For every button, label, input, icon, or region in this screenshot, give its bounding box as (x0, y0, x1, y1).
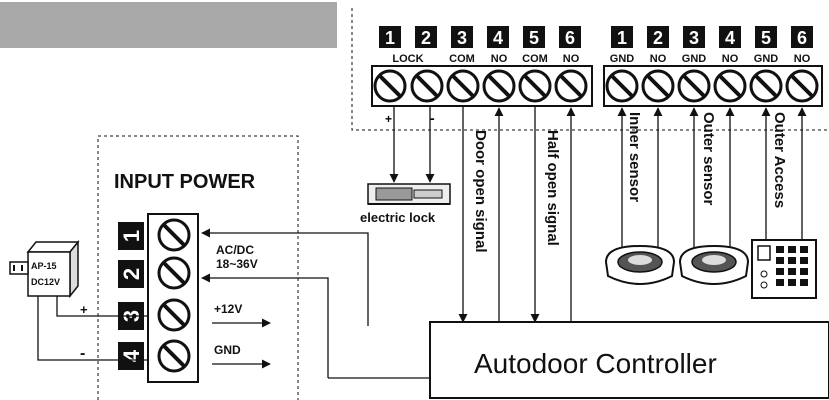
terminal-label: NO (491, 53, 508, 65)
top-enclosure (351, 8, 829, 131)
terminal-label: GND (682, 53, 707, 65)
terminal-label: GND (610, 53, 635, 65)
terminal-number: 1 (385, 28, 395, 48)
terminal-number: 4 (493, 28, 503, 48)
terminal-screw (410, 69, 444, 103)
lock-minus-label: - (430, 110, 435, 126)
half-open-signal-label: Half open signal (544, 130, 561, 246)
terminal-screw (677, 69, 711, 103)
gnd-label: GND (214, 343, 241, 357)
input-terminal-number: 2 (119, 268, 144, 280)
input-terminal-numbers: 1 2 3 4 (118, 222, 144, 370)
terminal-screw (482, 69, 516, 103)
adapter-minus-label: - (80, 345, 85, 362)
acdc-label: AC/DC (216, 243, 254, 257)
terminal-number: 3 (457, 28, 467, 48)
lock-plus-label: + (385, 112, 392, 126)
terminal-number: 2 (421, 28, 431, 48)
terminal-number: 2 (653, 28, 663, 48)
terminal-label: NO (794, 53, 811, 65)
door-open-signal-label: Door open signal (472, 130, 489, 253)
terminal-number: 5 (761, 28, 771, 48)
terminal-screw (605, 69, 639, 103)
terminal-label-lock: LOCK (392, 53, 423, 65)
input-terminal-number: 4 (119, 349, 144, 362)
power-adapter-icon (9, 239, 80, 299)
input-power-title: INPUT POWER (114, 171, 256, 193)
adapter-rating: DC12V (31, 277, 60, 287)
inner-sensor-label: Inner sensor (626, 112, 643, 202)
terminal-numbers-b: 1 2 3 4 5 6 (611, 26, 813, 48)
terminal-label: NO (563, 53, 580, 65)
outer-sensor-icon (678, 244, 750, 285)
terminal-screw (518, 69, 552, 103)
terminal-label: COM (449, 53, 475, 65)
controller-label: Autodoor Controller (474, 348, 717, 379)
terminal-number: 3 (689, 28, 699, 48)
outer-sensor-label: Outer sensor (700, 112, 717, 206)
power-wires (37, 228, 430, 379)
adapter-model: AP-15 (31, 261, 57, 271)
header-bar (0, 2, 337, 48)
terminal-number: 4 (725, 28, 735, 48)
outer-access-label: Outer Access (771, 112, 788, 208)
terminal-screw (446, 69, 480, 103)
electric-lock-label: electric lock (360, 210, 436, 225)
keypad-icon (751, 239, 817, 299)
lock-wires (389, 106, 435, 183)
terminal-number: 6 (797, 28, 807, 48)
terminal-label: NO (650, 53, 667, 65)
voltage-range-label: 18~36V (216, 257, 258, 271)
terminal-numbers-a: 1 2 3 4 5 6 (379, 26, 581, 48)
electric-lock-icon (367, 183, 451, 205)
adapter-plus-label: + (80, 302, 88, 317)
terminal-screw (554, 69, 588, 103)
controller-box (429, 321, 829, 399)
signal-wires (458, 106, 576, 323)
terminal-screw (785, 69, 819, 103)
terminal-block-b (603, 65, 823, 107)
terminal-number: 5 (529, 28, 539, 48)
inner-sensor-icon (604, 244, 676, 285)
terminal-number: 1 (617, 28, 627, 48)
terminal-block-a (371, 65, 593, 107)
terminal-screw (641, 69, 675, 103)
input-terminal-block (147, 213, 199, 383)
input-power-enclosure (97, 135, 299, 400)
terminal-screw (373, 69, 407, 103)
plus12v-label: +12V (214, 302, 242, 316)
terminal-screw (713, 69, 747, 103)
terminal-number: 6 (565, 28, 575, 48)
terminal-label: COM (522, 53, 548, 65)
input-terminal-number: 1 (119, 230, 144, 242)
sensor-wires (617, 107, 807, 248)
terminal-label: GND (754, 53, 779, 65)
terminal-screw (749, 69, 783, 103)
terminal-label: NO (722, 53, 739, 65)
